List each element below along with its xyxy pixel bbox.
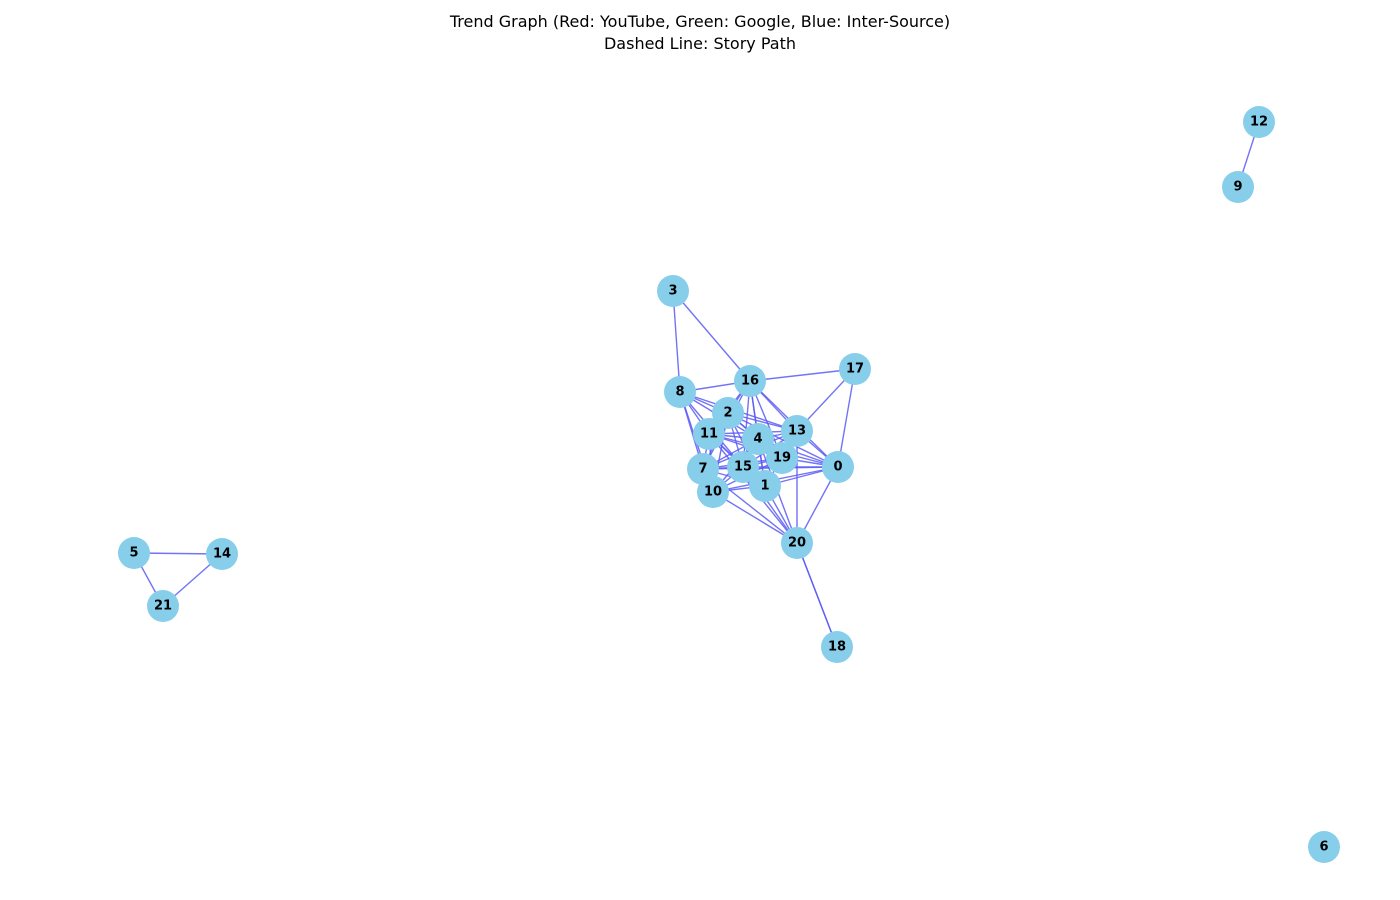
node-circle-10 (697, 476, 729, 508)
node-20: 20 (781, 527, 813, 559)
node-circle-3 (657, 275, 689, 307)
node-label-18: 18 (828, 640, 846, 655)
node-6: 6 (1308, 831, 1340, 863)
node-circle-15 (727, 451, 759, 483)
node-17: 17 (839, 353, 871, 385)
node-circle-11 (693, 418, 725, 450)
node-circle-12 (1243, 106, 1275, 138)
node-label-7: 7 (698, 462, 707, 477)
node-circle-19 (766, 442, 798, 474)
title-line-2: Dashed Line: Story Path (603, 34, 796, 53)
node-label-4: 4 (753, 432, 762, 447)
node-3: 3 (657, 275, 689, 307)
node-circle-14 (206, 538, 238, 570)
node-circle-18 (821, 631, 853, 663)
edge-20-18 (796, 542, 838, 648)
node-21: 21 (147, 590, 179, 622)
node-circle-21 (147, 590, 179, 622)
node-12: 12 (1243, 106, 1275, 138)
edge-17-0 (837, 368, 856, 468)
node-16: 16 (734, 365, 766, 397)
node-label-13: 13 (788, 424, 806, 439)
node-label-20: 20 (788, 536, 806, 551)
node-circle-20 (781, 527, 813, 559)
edges-layer (133, 121, 1260, 648)
node-label-12: 12 (1250, 115, 1268, 130)
node-label-9: 9 (1233, 180, 1242, 195)
node-14: 14 (206, 538, 238, 570)
node-label-0: 0 (833, 460, 842, 475)
node-circle-5 (118, 537, 150, 569)
node-4: 4 (742, 423, 774, 455)
node-19: 19 (766, 442, 798, 474)
edge-3-8 (672, 290, 681, 393)
node-label-21: 21 (154, 599, 172, 614)
node-8: 8 (664, 376, 696, 408)
node-circle-17 (839, 353, 871, 385)
node-15: 15 (727, 451, 759, 483)
node-circle-6 (1308, 831, 1340, 863)
node-13: 13 (781, 415, 813, 447)
node-label-16: 16 (741, 374, 759, 389)
node-5: 5 (118, 537, 150, 569)
node-label-17: 17 (846, 362, 864, 377)
node-circle-13 (781, 415, 813, 447)
edge-16-17 (749, 368, 856, 382)
node-label-11: 11 (700, 427, 718, 442)
node-circle-0 (822, 451, 854, 483)
node-circle-9 (1222, 171, 1254, 203)
title-line-1: Trend Graph (Red: YouTube, Green: Google… (449, 12, 951, 31)
chart-title: Trend Graph (Red: YouTube, Green: Google… (0, 11, 1400, 55)
node-0: 0 (822, 451, 854, 483)
node-label-1: 1 (760, 479, 769, 494)
node-10: 10 (697, 476, 729, 508)
node-label-5: 5 (129, 546, 138, 561)
node-label-10: 10 (704, 485, 722, 500)
edge-10-20 (712, 491, 798, 544)
node-label-19: 19 (773, 451, 791, 466)
node-label-8: 8 (675, 385, 684, 400)
node-9: 9 (1222, 171, 1254, 203)
node-circle-8 (664, 376, 696, 408)
node-circle-2 (712, 397, 744, 429)
node-circle-4 (742, 423, 774, 455)
node-label-2: 2 (723, 406, 732, 421)
node-label-14: 14 (213, 547, 231, 562)
node-11: 11 (693, 418, 725, 450)
node-label-15: 15 (734, 460, 752, 475)
node-label-3: 3 (668, 284, 677, 299)
node-circle-1 (749, 470, 781, 502)
edge-3-16 (672, 290, 751, 382)
node-2: 2 (712, 397, 744, 429)
node-1: 1 (749, 470, 781, 502)
node-label-6: 6 (1319, 840, 1328, 855)
node-18: 18 (821, 631, 853, 663)
node-circle-16 (734, 365, 766, 397)
